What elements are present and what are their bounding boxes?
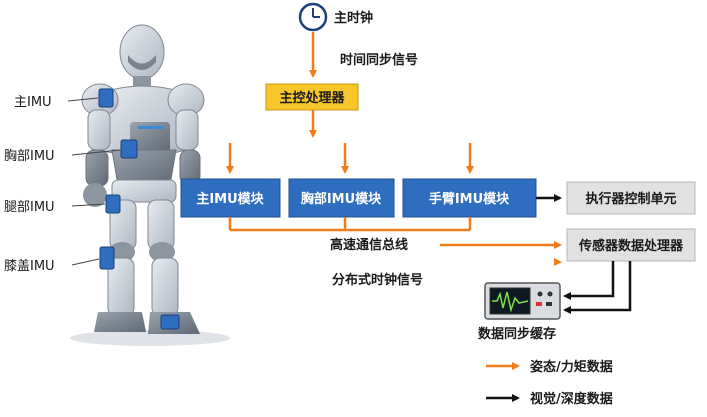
main-processor-label: 主控处理器: [279, 90, 345, 106]
module-box-arm-imu: [402, 178, 537, 218]
humanoid-robot-illustration: [70, 24, 230, 346]
module-collector-lines: [228, 217, 472, 232]
actuator-control-unit-box: [566, 181, 696, 215]
master-clock-label: 主时钟: [334, 10, 373, 26]
main-processor-box: [265, 83, 359, 111]
imu-label-thigh: 腿部IMU: [4, 200, 55, 215]
module-box-main-imu: [180, 178, 281, 218]
imu-sensor-foot: [160, 314, 180, 330]
legend: 姿态/力矩数据 视觉/深度数据: [486, 359, 613, 407]
data-sync-buffer-label: 数据同步缓存: [478, 326, 556, 342]
upper-bus-lines: [200, 141, 685, 156]
imu-label-main: 主IMU: [14, 95, 52, 110]
imu-labels: 主IMU 胸部IMU 腿部IMU 膝盖IMU: [4, 95, 121, 274]
module-label-main-imu: 主IMU模块: [196, 191, 264, 207]
legend-label-pose-torque: 姿态/力矩数据: [530, 359, 613, 375]
imu-label-knee: 膝盖IMU: [4, 259, 55, 274]
legend-label-vision-depth: 视觉/深度数据: [530, 391, 613, 407]
high-speed-bus-label: 高速通信总线: [330, 237, 408, 253]
sensor-processor-box: [566, 228, 696, 262]
module-box-chest-imu: [288, 178, 395, 218]
imu-sensor-knee: [99, 246, 115, 270]
data-buffer-device-icon: [484, 282, 561, 320]
sensor-processor-label: 传感器数据处理器: [578, 238, 684, 254]
imu-sensor-main: [98, 88, 114, 108]
module-label-arm-imu: 手臂IMU模块: [429, 191, 510, 207]
processor-to-buffer-arrows: [563, 261, 632, 314]
imu-sensor-chest: [120, 139, 138, 159]
module-label-chest-imu: 胸部IMU模块: [301, 191, 382, 207]
bus-to-module-arrows: [226, 143, 474, 174]
clock-icon: [298, 2, 328, 32]
imu-label-chest: 胸部IMU: [4, 149, 55, 164]
actuator-control-unit-label: 执行器控制单元: [585, 191, 676, 207]
imu-sensors: [98, 88, 180, 330]
time-sync-signal-label: 时间同步信号: [340, 52, 418, 68]
imu-sensor-thigh: [105, 194, 121, 214]
distributed-clock-label: 分布式时钟信号: [332, 272, 423, 288]
